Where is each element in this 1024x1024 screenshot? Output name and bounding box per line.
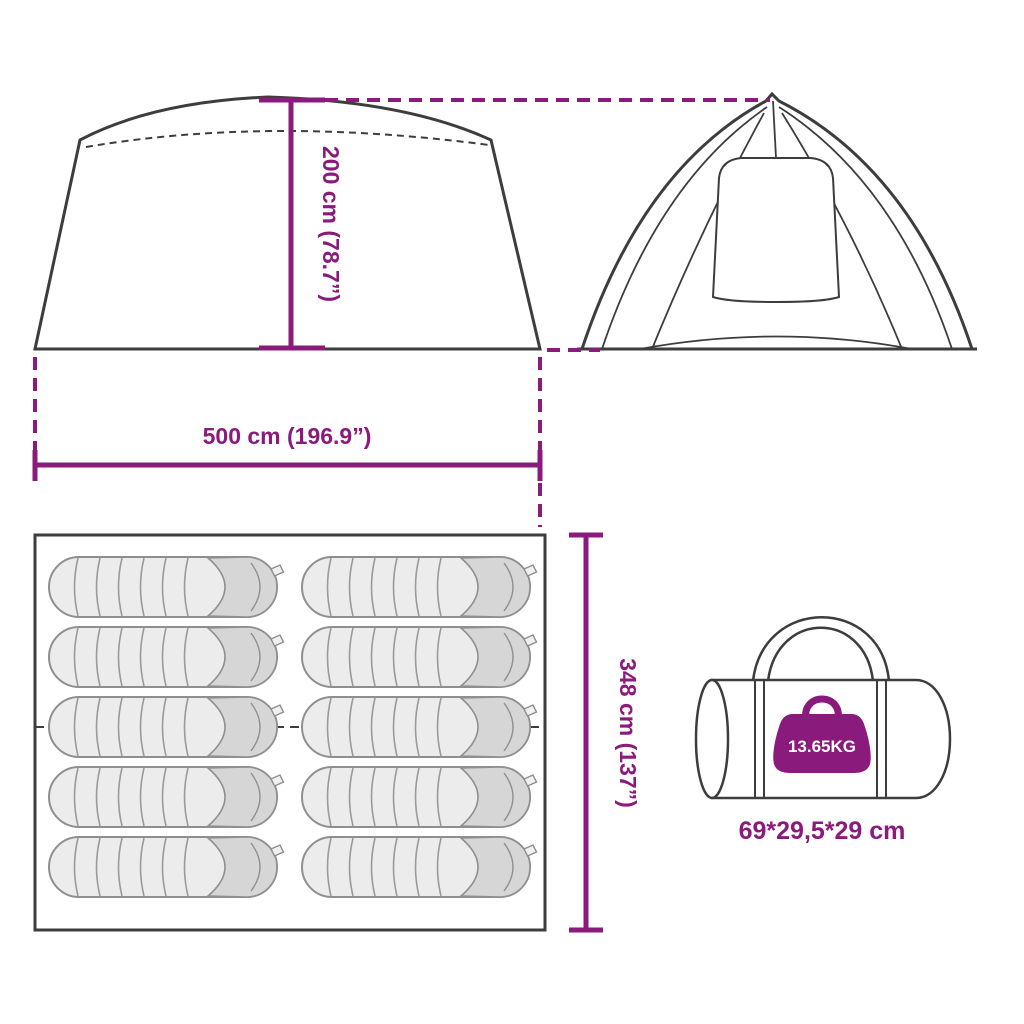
floor-plan-icon [33, 533, 547, 932]
tent-front-inner-wall-right [778, 106, 953, 350]
sleeping-bag [301, 836, 538, 898]
height-dimension-line [259, 97, 325, 351]
weight-badge: 13.65KG [773, 695, 871, 773]
sleeping-bag [301, 696, 538, 758]
sleeping-bag [48, 696, 285, 758]
sleeping-bag [48, 626, 285, 688]
weight-badge-body [773, 714, 871, 773]
height-dimension-label: 200 cm (78.7”) [318, 146, 344, 302]
tent-front-groundsheet [639, 335, 913, 350]
tent-front-door [711, 157, 841, 304]
width-dimension-label: 500 cm (196.9”) [203, 423, 372, 449]
carry-bag-size-label: 69*29,5*29 cm [739, 817, 906, 845]
tent-front-inner-wall-left [601, 106, 768, 350]
carry-bag-end-cap [694, 678, 730, 800]
carry-bag-handles [751, 616, 891, 682]
depth-dimension-label: 348 cm (137”) [615, 658, 641, 808]
tent-side-view-icon [33, 95, 542, 351]
sleeping-bag [48, 766, 285, 828]
tent-front-pole-right [781, 112, 903, 350]
extension-dashed-lines [33, 98, 770, 527]
depth-dimension-line [569, 532, 603, 933]
tent-side-seam-line [85, 129, 490, 148]
weight-badge-label: 13.65KG [788, 737, 856, 756]
sleeping-bag [301, 556, 538, 618]
sleeping-bag [48, 836, 285, 898]
carry-bag-straps [754, 681, 887, 797]
tent-front-center-seam [772, 100, 777, 159]
width-dimension-line [32, 450, 543, 481]
sleeping-bag [48, 556, 285, 618]
dimension-lines [32, 97, 770, 933]
sleeping-bag [301, 766, 538, 828]
carry-bag-icon: 13.65KG [694, 616, 952, 800]
tent-side-outline [33, 95, 542, 351]
tent-front-pole-left [651, 112, 765, 350]
weight-badge-handle [802, 695, 842, 721]
tent-front-view-icon [577, 91, 977, 351]
sleeping-bag [301, 626, 538, 688]
